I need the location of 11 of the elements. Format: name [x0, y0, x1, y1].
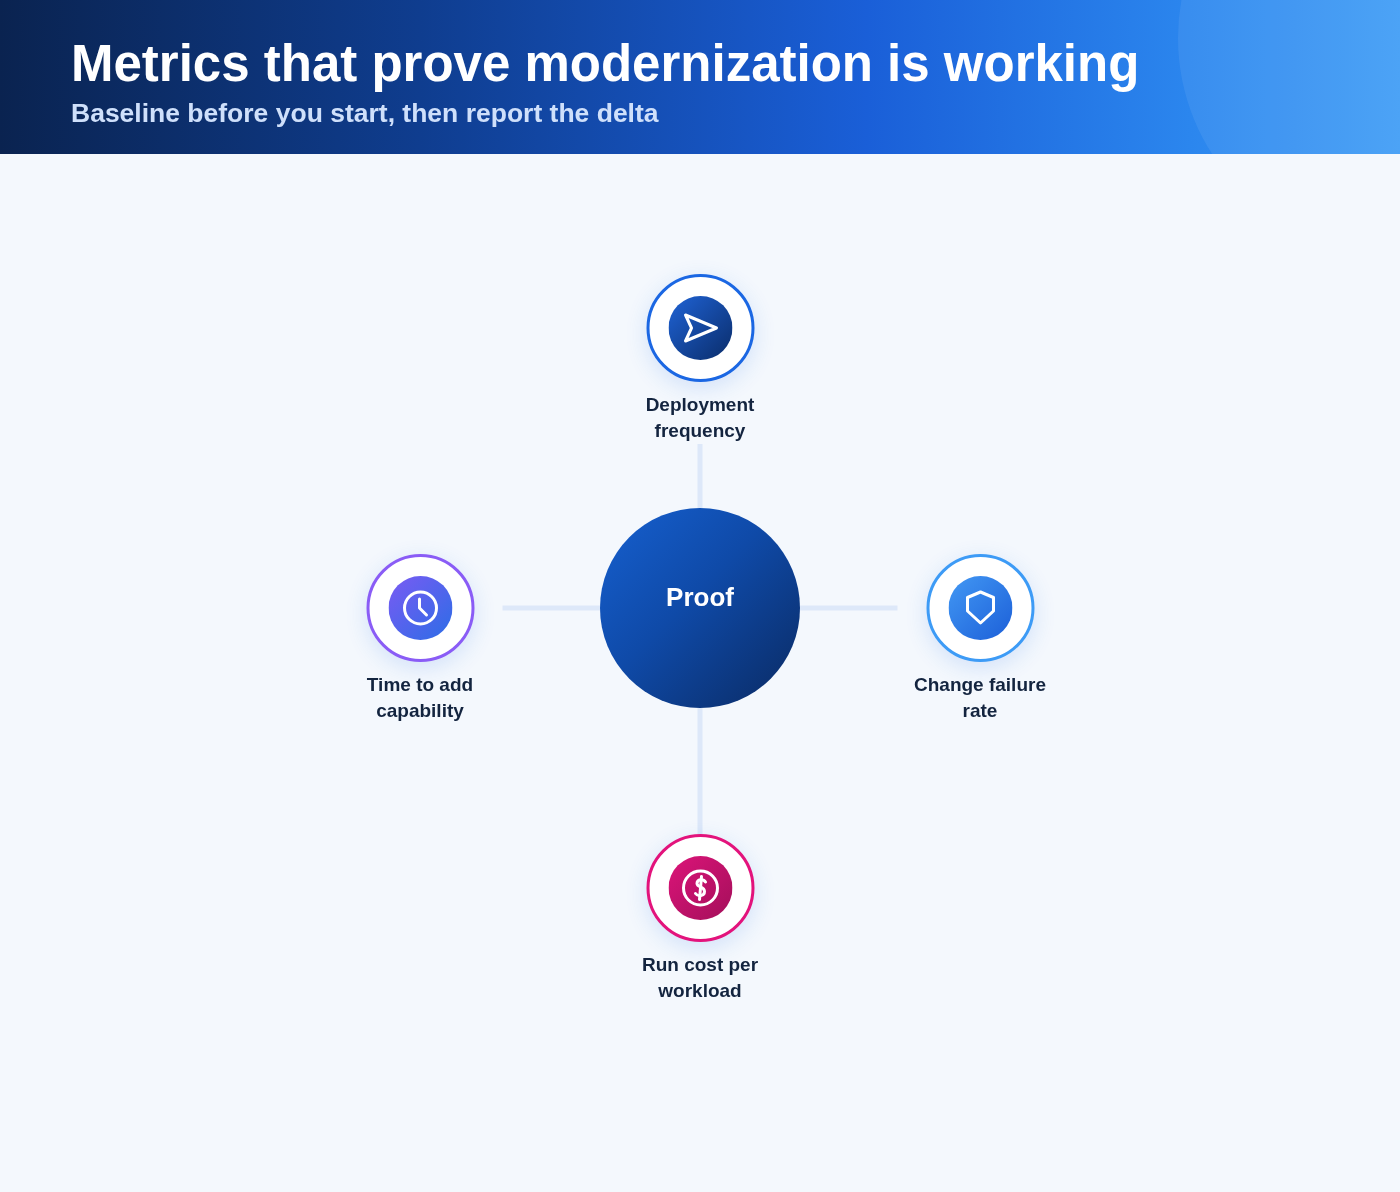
- metric-label: Run cost per workload: [640, 953, 760, 1003]
- hub-label: Proof: [666, 581, 734, 613]
- connector-line: [502, 605, 600, 611]
- metric-label: Deployment frequency: [644, 393, 756, 443]
- connector-line: [800, 605, 898, 611]
- title: Metrics that prove modernization is working: [71, 34, 1140, 94]
- metric-label: Change failure rate: [913, 673, 1047, 723]
- connector-line: [697, 444, 703, 508]
- metric-label: Time to add capability: [365, 673, 475, 723]
- subtitle: Baseline before you start, then report the delta: [71, 97, 659, 129]
- connector-line: [697, 708, 703, 834]
